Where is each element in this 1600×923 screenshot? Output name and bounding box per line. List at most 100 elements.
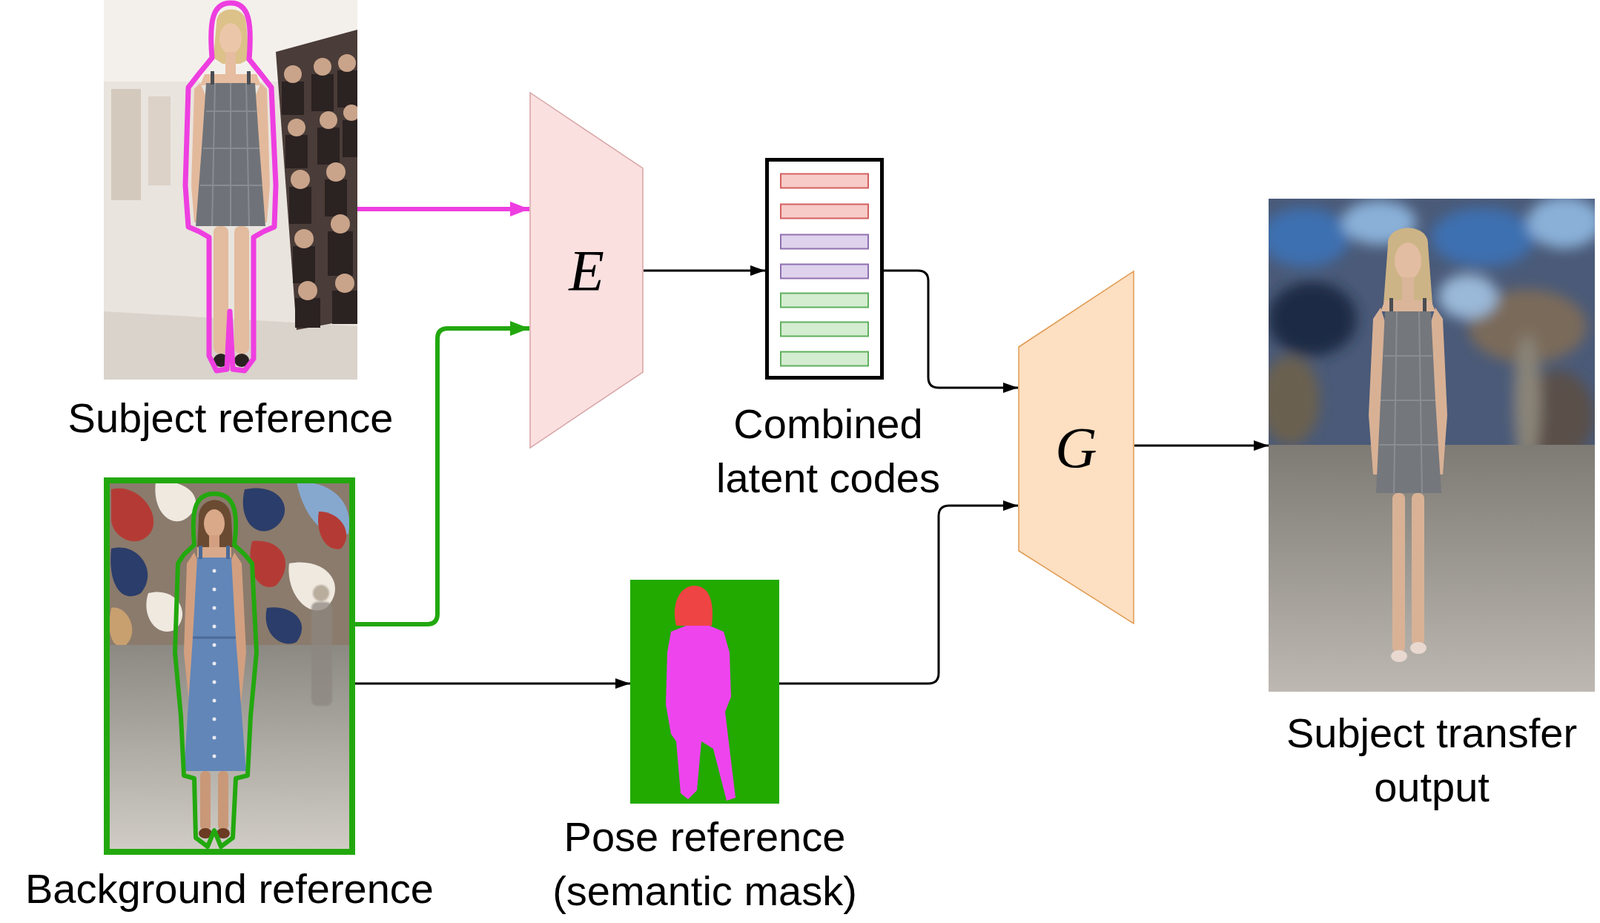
- background-photo-part-part: [212, 625, 217, 629]
- background-photo-part-part: [212, 587, 217, 592]
- subject-photo-part-part: [330, 214, 350, 234]
- node-label: Background reference: [7, 865, 453, 913]
- block-letter: G: [1017, 418, 1135, 477]
- subject-photo-part-part: [324, 179, 347, 217]
- output-photo-part: [1380, 300, 1436, 312]
- background-photo-part: [311, 584, 333, 706]
- output-photo-part: [1268, 198, 1595, 692]
- node-label: Combined latent codes: [709, 396, 947, 505]
- output-photo-part-part: [1430, 207, 1535, 267]
- node-label: Subject transfer output: [1272, 705, 1592, 815]
- latent-bars-part: [780, 235, 869, 250]
- block-letter: E: [529, 241, 644, 300]
- background-photo-part: [192, 636, 236, 640]
- generator-trapezoid: G: [1017, 270, 1135, 625]
- background-photo-part: [111, 488, 154, 542]
- output-photo-part: [1392, 493, 1406, 653]
- subject-photo-part-part: [290, 169, 310, 190]
- subject-photo-part-part: [289, 186, 312, 224]
- subject-photo-part-part: [294, 229, 314, 249]
- output-photo-part-part: [1527, 198, 1595, 249]
- subject-photo-part-part: [295, 298, 321, 328]
- output-photo-part: [1411, 493, 1425, 646]
- subject-photo-node: Subject reference: [103, 0, 358, 380]
- background-photo-part: [217, 771, 229, 831]
- background-photo-part: [109, 607, 133, 647]
- output-photo-node: Subject transfer output: [1268, 198, 1595, 692]
- background-photo-part-part: [311, 602, 333, 706]
- output-photo-part-part: [1268, 207, 1350, 267]
- subject-photo-part: [225, 51, 236, 76]
- latent-bars-part: [780, 293, 869, 308]
- background-photo-part: [243, 487, 285, 531]
- subject-photo-part-part: [338, 54, 356, 72]
- background-photo-part-part: [212, 643, 217, 648]
- background-photo-part: [226, 545, 230, 560]
- connector-arrow: [779, 505, 1018, 684]
- subject-photo-part-part: [311, 74, 334, 112]
- connector-arrow: [643, 269, 766, 273]
- background-photo-part: [203, 509, 225, 538]
- background-photo-part-part: [212, 569, 217, 574]
- background-frame: [106, 480, 353, 852]
- subject-photo: [103, 0, 358, 380]
- subject-photo-part: [210, 71, 215, 85]
- background-photo-part-part: [212, 699, 217, 703]
- semantic-mask: [630, 579, 780, 804]
- subject-photo-part-part: [287, 118, 306, 137]
- connector-arrow: [355, 682, 631, 686]
- node-label: Subject reference: [52, 394, 409, 442]
- subject-photo-part-part: [327, 231, 353, 276]
- pose-mask-node: Pose reference (semantic mask): [630, 579, 780, 804]
- output-photo-part: [1389, 298, 1394, 312]
- background-photo-part-part: [212, 606, 217, 611]
- output-photo-part: [1402, 277, 1414, 303]
- subject-photo-part-part: [285, 134, 308, 169]
- subject-photo-part-part: [326, 162, 346, 182]
- background-photo-part: [183, 557, 247, 772]
- background-photo-part: [249, 541, 286, 588]
- subject-photo-part-part: [283, 65, 302, 84]
- subject-photo-part-part: [313, 57, 332, 76]
- background-photo: [103, 477, 356, 855]
- semantic-mask-part: [665, 624, 736, 801]
- subject-photo-part: [283, 54, 358, 301]
- subject-photo-part-part: [317, 127, 340, 165]
- encoder-trapezoid: E: [529, 91, 644, 449]
- output-photo-part-part: [1438, 274, 1498, 319]
- background-photo-part-part: [212, 662, 217, 666]
- trapezoid-shape: [530, 92, 643, 448]
- semantic-mask-part: [630, 579, 780, 804]
- output-photo-part-part: [1268, 355, 1320, 445]
- background-photo-part: [212, 569, 217, 759]
- subject-photo-part: [234, 226, 250, 354]
- trapezoid-shape: [1018, 271, 1134, 624]
- background-photo-part: [154, 481, 196, 522]
- subject-photo-part-part: [332, 290, 358, 325]
- subject-photo-part: [195, 83, 266, 227]
- background-photo-part-part: [212, 736, 217, 740]
- output-photo-part-part: [1268, 281, 1357, 356]
- subject-photo-part-part: [335, 273, 355, 293]
- subject-photo-part: [185, 2, 276, 371]
- output-photo-part: [1383, 228, 1433, 305]
- output-photo-part: [1422, 298, 1427, 312]
- subject-photo-part: [219, 22, 242, 55]
- subject-photo-part: [200, 83, 263, 227]
- background-photo-part: [174, 493, 257, 847]
- latent-code-box: Combined latent codes: [765, 157, 884, 380]
- subject-photo-part: [103, 0, 358, 380]
- background-photo-part-part: [312, 584, 330, 602]
- output-photo-part: [1376, 311, 1442, 494]
- background-photo-part-part: [212, 754, 217, 759]
- subject-photo-part-part: [343, 104, 358, 121]
- semantic-mask-part: [674, 585, 713, 626]
- subject-photo-part-part: [292, 246, 316, 284]
- connector-arrow: [357, 206, 530, 212]
- subject-photo-part-part: [342, 120, 358, 158]
- output-photo-part: [1410, 642, 1427, 654]
- background-photo-part: [198, 545, 203, 560]
- subject-photo-part-part: [319, 111, 338, 130]
- subject-photo-part: [148, 96, 171, 186]
- latent-bars-part: [780, 322, 869, 337]
